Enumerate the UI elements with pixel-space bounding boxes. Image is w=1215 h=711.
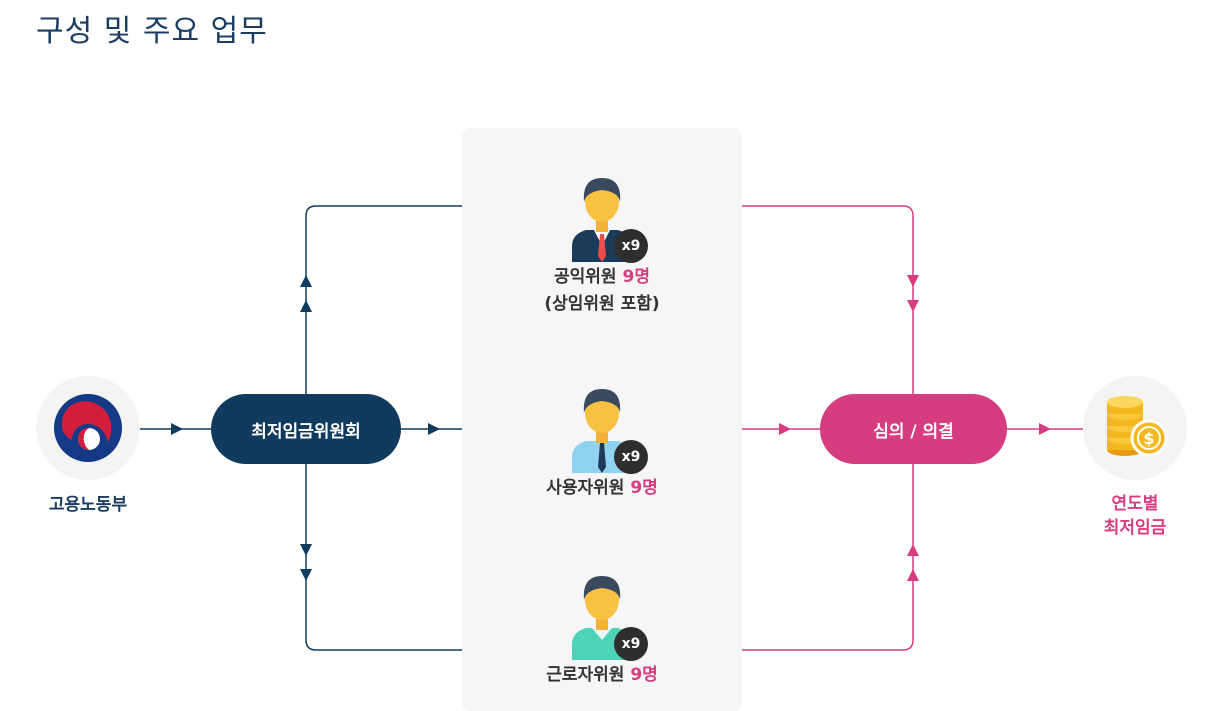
arrow-head [300,275,312,287]
member-title: 공익위원 9명 [462,264,742,291]
member-role: 공익위원 [554,267,617,287]
taegeuk-emblem-icon [54,394,122,462]
member-public-interest: x9 공익위원 9명 (상임위원 포함) [462,172,742,318]
avatar: x9 [542,383,662,475]
ministry-node [36,376,140,480]
arrow-head [171,423,183,435]
avatar: x9 [542,570,662,662]
ministry-label: 고용노동부 [48,495,128,515]
arrow-head [907,275,919,287]
decision-pill: 심의 / 의결 [820,394,1007,464]
svg-text:$: $ [1143,429,1154,448]
arrow-head [428,423,440,435]
count-badge: x9 [614,229,648,263]
member-note: (상임위원 포함) [544,294,660,314]
arrow-head [907,544,919,556]
result-label-line: 최저임금 [1103,518,1167,538]
count-badge: x9 [614,440,648,474]
member-role: 근로자위원 [546,665,625,685]
result-node: $ [1083,376,1187,480]
coin-stack-icon: $ [1107,396,1168,457]
arrow-head [907,300,919,312]
arrow-head [907,569,919,581]
arrow-head [1039,423,1051,435]
result-label: 연도별 최저임금 [1064,492,1206,540]
member-count: 9명 [622,267,650,287]
avatar: x9 [542,172,662,264]
page-title: 구성 및 주요 업무 [36,14,268,49]
arrow-head [300,300,312,312]
arrow-head [300,569,312,581]
member-role: 사용자위원 [546,478,625,498]
arrow-head [300,544,312,556]
member-count: 9명 [630,665,658,685]
member-title: 사용자위원 9명 [462,475,742,502]
member-title: 근로자위원 9명 [462,662,742,689]
result-label-line: 연도별 [1111,494,1159,514]
member-worker: x9 근로자위원 9명 [462,570,742,689]
arrow-head [779,423,791,435]
member-employer: x9 사용자위원 9명 [462,383,742,502]
committee-pill: 최저임금위원회 [211,394,401,464]
count-badge: x9 [614,627,648,661]
member-count: 9명 [630,478,658,498]
